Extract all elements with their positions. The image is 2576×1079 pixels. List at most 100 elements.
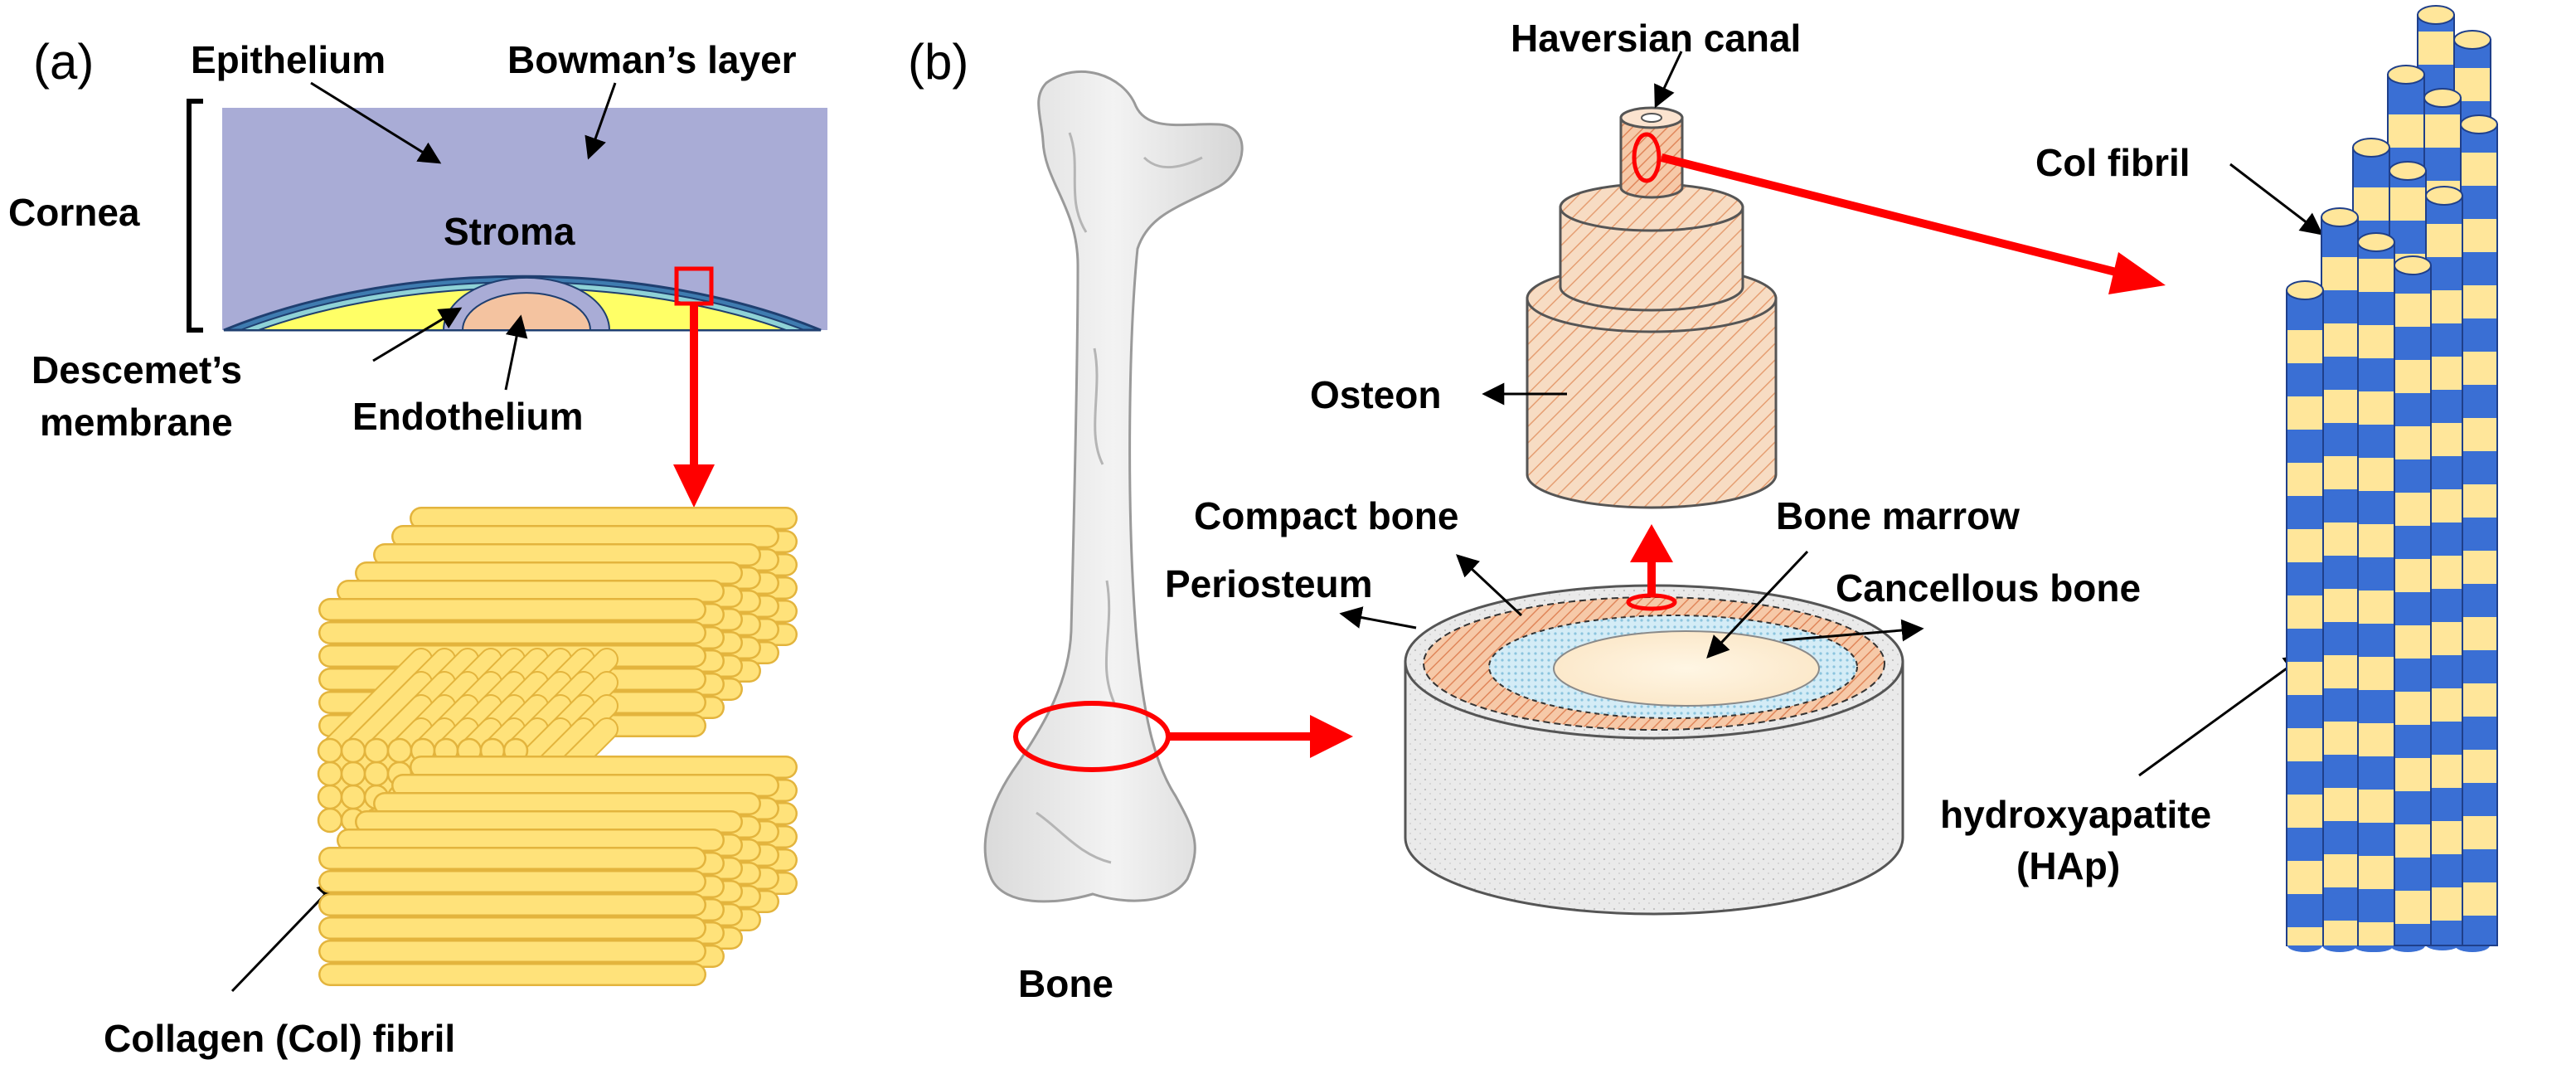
panel-b: (b) Bone (908, 5, 2498, 1005)
panel-a: (a) Epithelium Bow (8, 34, 827, 1060)
col-fibril-top (2425, 186, 2463, 206)
hap-band-edge (2462, 186, 2496, 192)
label-bone: Bone (1018, 962, 1113, 1005)
label-compact-bone: Compact bone (1194, 494, 1458, 537)
fibril-end (340, 737, 366, 764)
hap-band (2287, 728, 2322, 761)
fibril-end (340, 784, 366, 810)
hap-band-edge (2427, 323, 2462, 330)
hap-band-edge (2395, 924, 2430, 931)
hap-band-edge (2322, 423, 2357, 430)
hap-band-edge (2462, 318, 2496, 325)
hap-fibril-column (2460, 114, 2498, 946)
hap-band-edge (2390, 221, 2425, 227)
hap-band (2462, 816, 2496, 849)
panel-b-label: (b) (908, 34, 968, 90)
zoom-arrow-a (673, 304, 715, 508)
hap-band (2390, 187, 2425, 221)
hap-band (2359, 325, 2394, 358)
hap-band-edge (2427, 456, 2462, 463)
hap-band-edge (2287, 894, 2322, 901)
hap-band-edge (2395, 327, 2430, 333)
zoom-arrow-osteon (1630, 524, 1673, 595)
col-fibril-top (2387, 65, 2425, 85)
hap-band-edge (2287, 496, 2322, 503)
hap-band (2322, 854, 2357, 887)
hap-band (2427, 688, 2462, 722)
hap-band-edge (2287, 562, 2322, 569)
fibril-end (363, 761, 390, 787)
hap-band-edge (2462, 916, 2496, 922)
hap-band-edge (2395, 592, 2430, 599)
label-endothelium: Endothelium (352, 395, 584, 438)
hap-band (2427, 357, 2462, 390)
hap-band (2287, 330, 2322, 363)
hap-band (2427, 290, 2462, 323)
hap-band-edge (2395, 459, 2430, 466)
femur-bone (983, 70, 1244, 903)
label-descemets-line2: membrane (40, 401, 233, 444)
hap-band-edge (2322, 755, 2357, 761)
hap-band-edge (2462, 518, 2496, 524)
label-cancellous-bone: Cancellous bone (1836, 566, 2141, 610)
hap-band (2462, 418, 2496, 451)
hap-band (2462, 285, 2496, 318)
hap-band (2359, 391, 2394, 425)
hap-band (2427, 755, 2462, 788)
hap-band (2425, 114, 2460, 148)
hap-band (2354, 187, 2389, 221)
hap-band-edge (2395, 526, 2430, 532)
label-epithelium: Epithelium (191, 38, 386, 81)
hap-band-edge (2359, 945, 2394, 952)
osteon-stack (1526, 106, 1778, 509)
collagen-fibril-block (317, 507, 798, 986)
hap-band (2418, 32, 2453, 65)
hap-fibril-column (2394, 255, 2432, 946)
label-hap-line1: hydroxyapatite (1940, 793, 2211, 836)
label-bowmans-layer: Bowman’s layer (507, 38, 797, 81)
hap-band-edge (2322, 622, 2357, 629)
label-bone-marrow: Bone marrow (1776, 494, 2020, 537)
leaders-b (1339, 51, 2324, 777)
hap-band-edge (2462, 783, 2496, 790)
hap-band-edge (2287, 828, 2322, 834)
hap-band-edge (2395, 725, 2430, 731)
hap-band (2322, 655, 2357, 688)
hap-band (2359, 524, 2394, 557)
endothelium-layer (461, 292, 592, 331)
hap-band-edge (2462, 451, 2496, 458)
hap-band-edge (2427, 788, 2462, 795)
hap-band-edge (2287, 695, 2322, 702)
hap-band (2287, 927, 2322, 945)
hap-band-edge (2395, 659, 2430, 665)
hap-band-edge (2322, 489, 2357, 496)
hap-band-edge (2462, 717, 2496, 723)
hap-fibril-column (2286, 280, 2324, 952)
hap-band-edge (2354, 221, 2389, 227)
hap-band (2395, 360, 2430, 393)
hap-band (2427, 556, 2462, 589)
hap-band (2427, 489, 2462, 522)
hap-band (2395, 891, 2430, 924)
hap-band-edge (2427, 655, 2462, 662)
label-cornea: Cornea (8, 191, 140, 234)
hap-band (2462, 219, 2496, 252)
hap-fibril-column (2357, 232, 2395, 952)
label-osteon: Osteon (1310, 373, 1441, 416)
hap-band (2287, 795, 2322, 828)
hap-band-edge (2322, 821, 2357, 828)
hap-band-edge (2359, 491, 2394, 498)
hap-band (2359, 723, 2394, 756)
fibril-end (317, 807, 343, 834)
label-col-fibril: Col fibril (2035, 141, 2190, 184)
cornea-illustration (222, 108, 827, 332)
hap-band-edge (2389, 148, 2423, 154)
hap-band (2395, 426, 2430, 459)
panel-a-label: (a) (33, 34, 94, 90)
hap-band-edge (2418, 65, 2453, 71)
hap-band-edge (2427, 390, 2462, 396)
hap-band-edge (2359, 358, 2394, 365)
hap-band (2395, 692, 2430, 725)
hap-fibril-column (2321, 207, 2359, 952)
